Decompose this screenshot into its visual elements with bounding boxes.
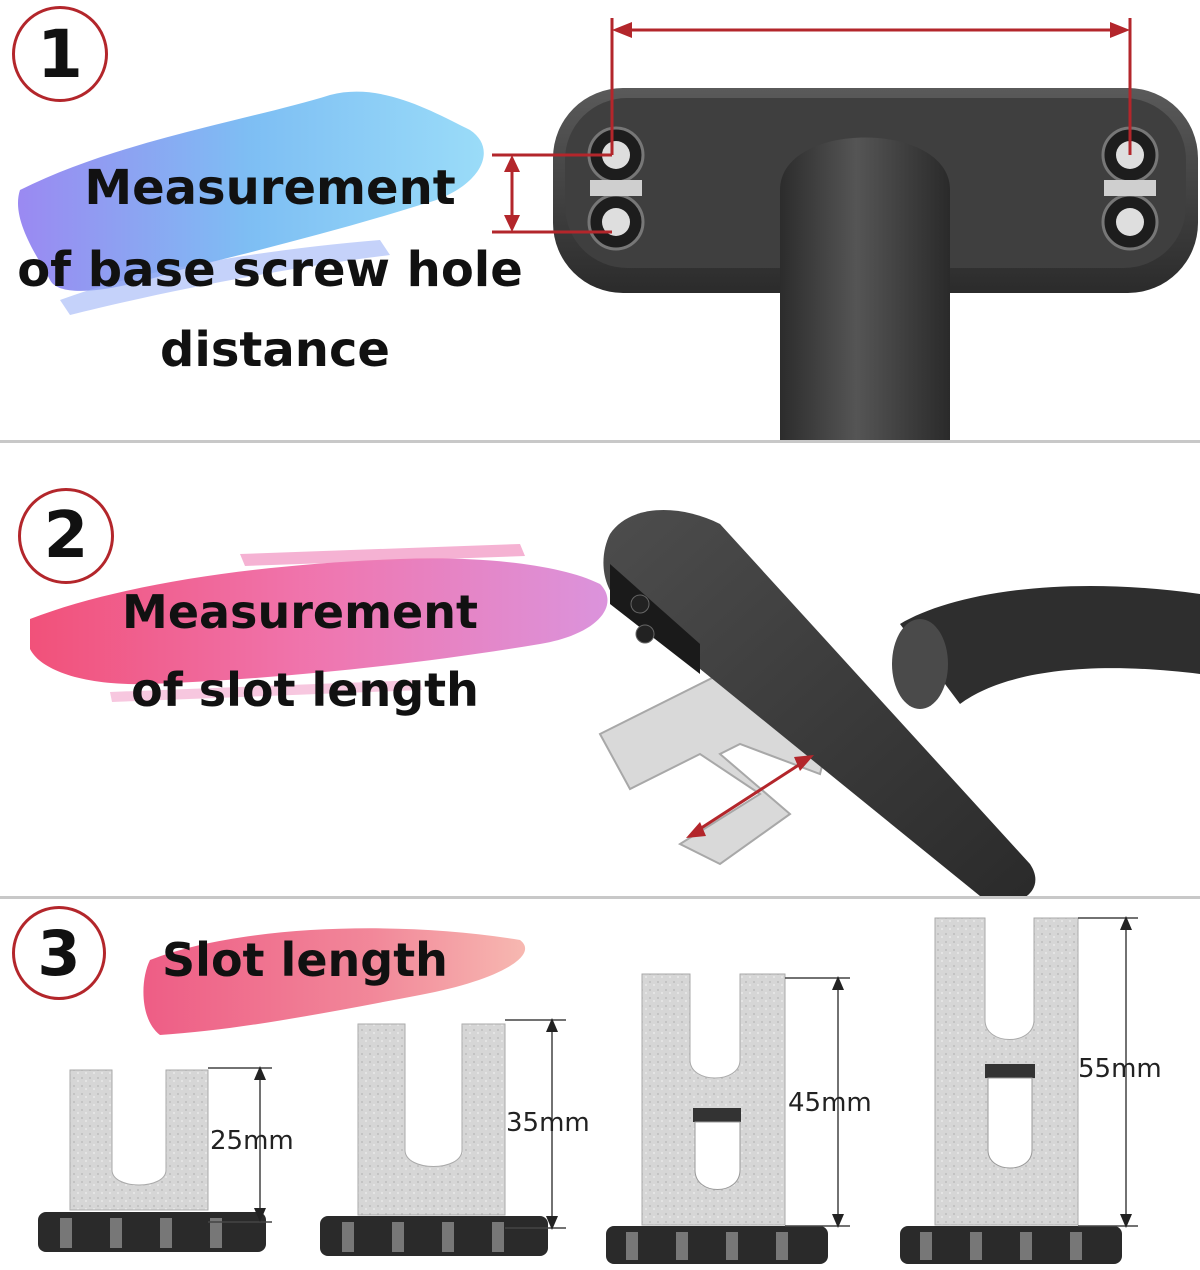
measure-arrow-2 (686, 755, 814, 838)
handle-arm (603, 510, 1036, 896)
size-label-25mm: 25mm (210, 1126, 294, 1156)
blue-brush-stroke (17, 91, 484, 291)
step-number-2: 2 (18, 488, 114, 584)
section-slot-length-sizes: 3 Slot length 25mm 35mm 45mm 55mm (0, 900, 1200, 1270)
section3-title: Slot length (162, 933, 448, 987)
section1-graphic (17, 18, 1198, 440)
section2-title-line2: of slot length (131, 663, 479, 717)
section3-graphic (38, 916, 1138, 1264)
section-divider-2 (0, 896, 1200, 899)
section2-graphic (30, 510, 1200, 896)
pink-brush-stroke (30, 558, 608, 685)
section-divider-1 (0, 440, 1200, 443)
step-number-2-text: 2 (43, 499, 89, 573)
size-label-45mm: 45mm (788, 1088, 872, 1118)
step-number-3-text: 3 (37, 916, 81, 990)
section1-title-line1: Measurement (84, 160, 456, 216)
slot-piece-35mm (320, 1023, 548, 1256)
dimension-lines (208, 916, 1138, 1230)
step-number-1: 1 (12, 6, 108, 102)
section-base-screw-hole: 1 Measurement of base screw hole distanc… (0, 0, 1200, 440)
section-slot-length-measure: 2 Measurement of slot length (0, 444, 1200, 896)
pink-brush-stroke-3 (143, 928, 526, 1035)
step-number-3: 3 (12, 906, 106, 1000)
slot-piece-55mm (900, 917, 1122, 1264)
handle-stem (780, 137, 950, 440)
slot-piece-25mm (38, 1069, 266, 1252)
section2-title-line1: Measurement (122, 585, 478, 639)
size-label-35mm: 35mm (506, 1108, 590, 1138)
measure-lines-1 (492, 18, 1132, 234)
section1-title-line3: distance (160, 322, 390, 378)
handle-grip (900, 585, 1200, 704)
slot-piece-45mm (606, 973, 828, 1264)
section1-title-line2: of base screw hole (17, 242, 523, 298)
size-label-55mm: 55mm (1078, 1054, 1162, 1084)
step-number-1-text: 1 (37, 15, 83, 93)
